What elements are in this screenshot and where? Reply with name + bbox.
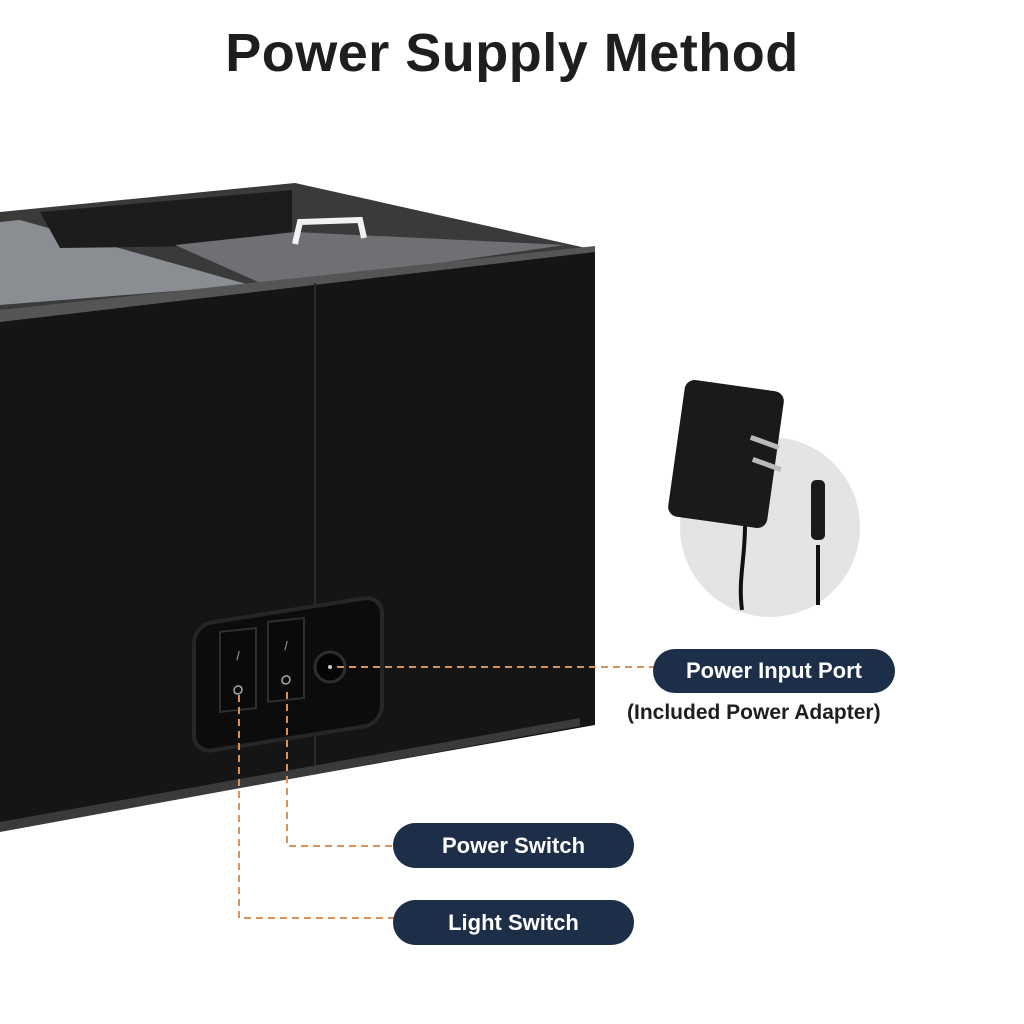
power-input-port-label: Power Input Port <box>653 649 895 693</box>
box-front-face <box>0 250 595 830</box>
power-input-note: (Included Power Adapter) <box>627 701 881 724</box>
power-switch-rocker <box>267 616 305 703</box>
svg-text:/: / <box>284 639 288 653</box>
dc-plug <box>811 480 825 540</box>
lid-handle <box>292 216 367 245</box>
box-interior-back <box>40 190 292 248</box>
page-title: Power Supply Method <box>225 23 799 83</box>
adapter-cable <box>738 524 747 611</box>
light-switch-label: Light Switch <box>393 900 634 945</box>
leader-lines <box>238 666 655 919</box>
box-lid <box>175 232 565 285</box>
power-adapter <box>668 380 784 528</box>
box-base <box>0 718 580 832</box>
svg-text:/: / <box>236 649 240 663</box>
box-rim-edge <box>0 246 595 322</box>
power-switch-label: Power Switch <box>393 823 634 868</box>
